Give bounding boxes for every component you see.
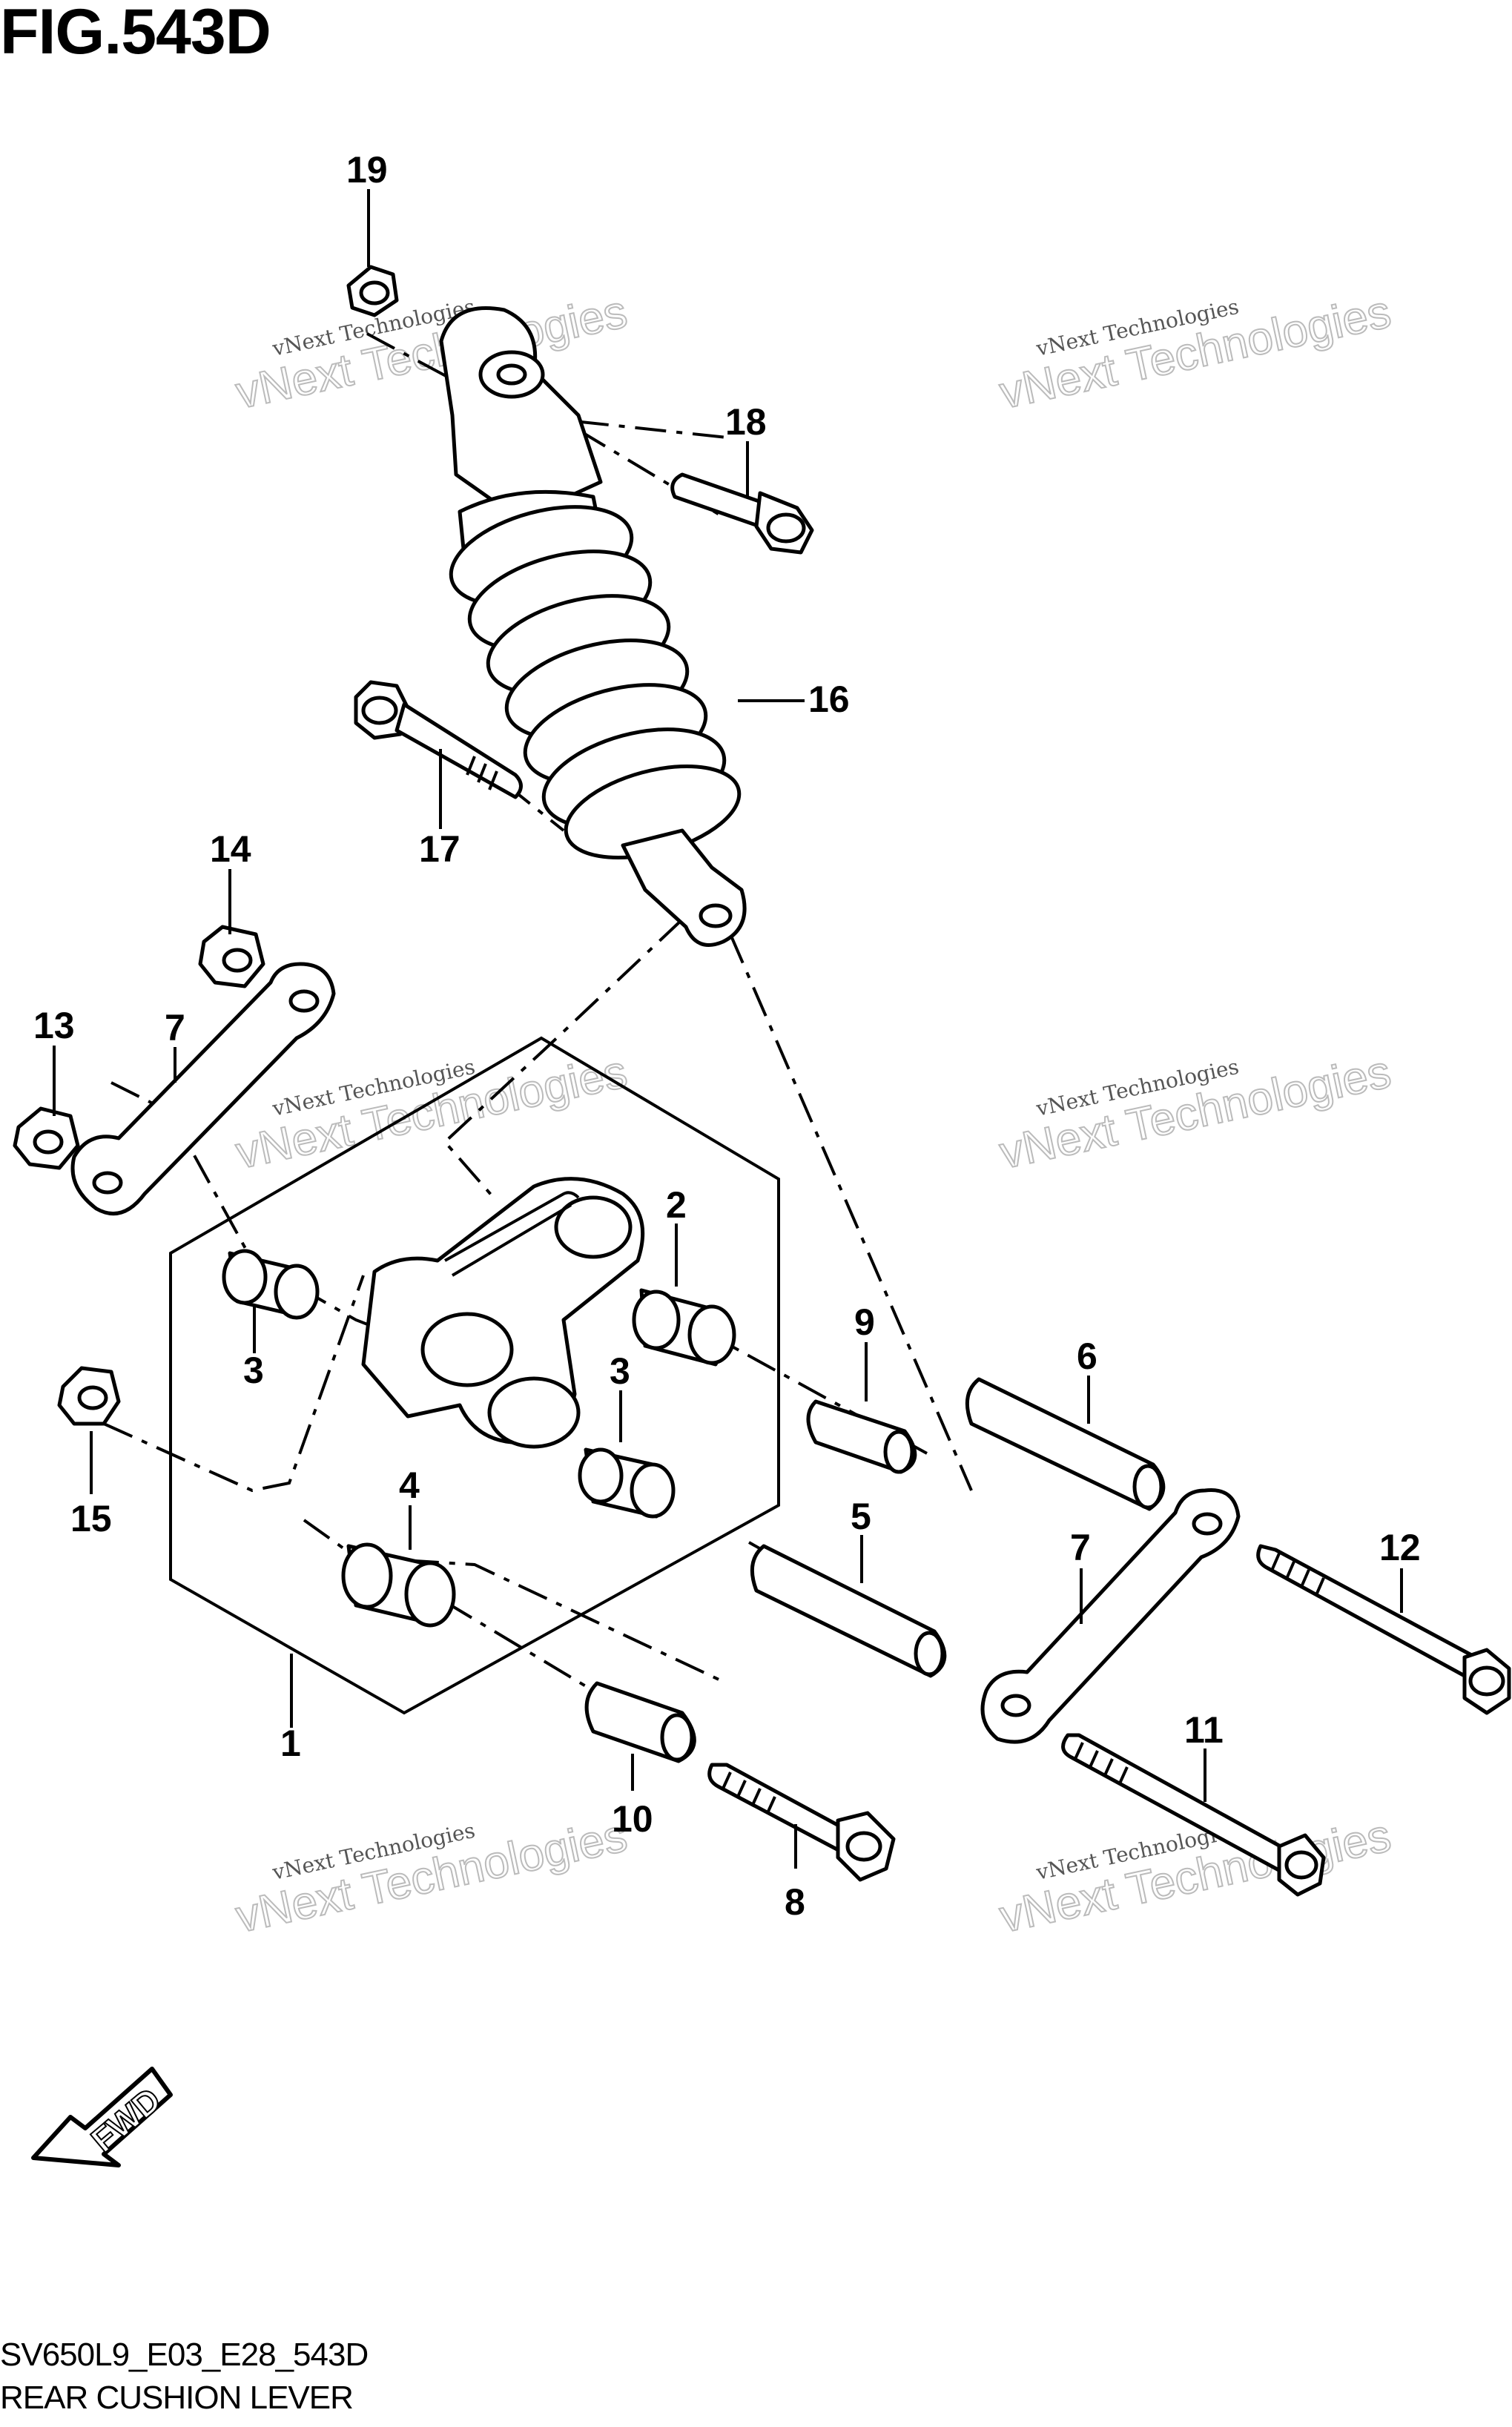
- callout-4: 4: [399, 1465, 420, 1506]
- callout-5: 5: [851, 1496, 871, 1537]
- part-3-bearing-right[interactable]: [578, 1447, 676, 1519]
- part-15-nut[interactable]: [57, 1366, 121, 1426]
- part-16-rear-shock-absorber[interactable]: [439, 306, 749, 947]
- callout-2: 2: [666, 1184, 687, 1226]
- callout-3: 3: [610, 1350, 630, 1392]
- part-19-nut[interactable]: [346, 265, 399, 317]
- callout-1: 1: [280, 1723, 301, 1764]
- part-1-cushion-lever[interactable]: [361, 1177, 645, 1449]
- figure-title: FIG.543D: [0, 0, 271, 67]
- callout-17: 17: [419, 828, 460, 870]
- callout-16: 16: [808, 678, 850, 720]
- callout-15: 15: [70, 1498, 112, 1539]
- part-4-bearing[interactable]: [341, 1542, 456, 1628]
- callout-7: 7: [165, 1007, 185, 1049]
- callout-13: 13: [33, 1005, 75, 1046]
- model-code: SV650L9_E03_E28_543D: [0, 2337, 369, 2373]
- part-11-bolt[interactable]: [1061, 1733, 1326, 1897]
- section-name: REAR CUSHION LEVER: [0, 2380, 354, 2416]
- callout-6: 6: [1077, 1335, 1097, 1377]
- part-14-nut[interactable]: [198, 925, 265, 988]
- callouts: 19 18 16 17 14 13 7 2 9 6 3 3 15 4 5 7 1…: [33, 149, 1421, 1923]
- part-2-bearing[interactable]: [632, 1288, 736, 1367]
- callout-19: 19: [346, 149, 388, 191]
- assembly-outline: [169, 1036, 780, 1715]
- part-7-cushion-rod-upper[interactable]: [70, 962, 336, 1216]
- callout-8: 8: [785, 1881, 805, 1923]
- forward-direction-arrow: FWD: [31, 2067, 173, 2167]
- callout-9: 9: [854, 1301, 875, 1343]
- part-5-spacer[interactable]: [750, 1544, 947, 1678]
- watermark-group: vNext Technologies vNext Technologies vN…: [231, 285, 1396, 1944]
- callout-10: 10: [612, 1798, 653, 1840]
- callout-12: 12: [1379, 1527, 1421, 1568]
- part-12-bolt[interactable]: [1256, 1544, 1511, 1715]
- callout-18: 18: [725, 401, 767, 443]
- part-10-spacer[interactable]: [584, 1681, 696, 1763]
- part-3-bearing-left[interactable]: [222, 1249, 320, 1320]
- part-18-bolt[interactable]: [670, 472, 814, 555]
- leader-lines: [53, 189, 1403, 1869]
- spring-coils: [449, 505, 742, 860]
- callout-14: 14: [210, 828, 251, 870]
- part-8-bolt[interactable]: [707, 1763, 896, 1882]
- callout-7: 7: [1070, 1527, 1091, 1568]
- part-6-spacer[interactable]: [965, 1377, 1166, 1511]
- part-7-cushion-rod-lower[interactable]: [980, 1487, 1241, 1744]
- part-9-spacer[interactable]: [806, 1399, 917, 1474]
- part-17-bolt[interactable]: [354, 680, 523, 799]
- callout-3: 3: [243, 1350, 264, 1391]
- callout-11: 11: [1184, 1709, 1224, 1751]
- part-13-nut[interactable]: [13, 1106, 80, 1170]
